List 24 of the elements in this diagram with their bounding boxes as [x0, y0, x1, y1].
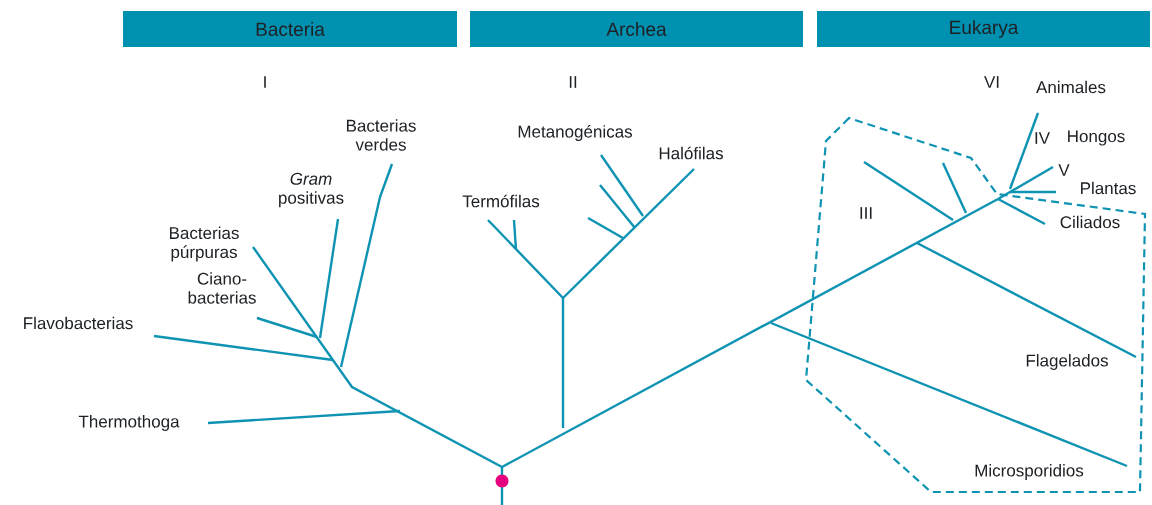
header-band: Bacteria: [123, 11, 457, 47]
roman-numeral: V: [1058, 164, 1070, 176]
group-label: Flavobacterias: [24, 316, 133, 330]
group-label: Ciano- bacterias: [188, 272, 256, 304]
group-label: Flagelados: [1026, 354, 1108, 370]
group-label: Metanogénicas: [518, 125, 632, 141]
group-label: Animales: [1036, 80, 1106, 94]
group-label: Bacterias verdes: [346, 119, 416, 151]
group-label: Plantas: [1081, 181, 1136, 195]
group-label: Gram positivas: [279, 172, 344, 208]
roman-numeral: VI: [984, 76, 999, 88]
roman-numeral: III: [860, 207, 872, 219]
group-label: Hongos: [1068, 130, 1125, 146]
group-label: Thermothoga: [78, 415, 180, 431]
group-label: Ciliados: [1060, 215, 1120, 229]
roman-numeral: IV: [1035, 132, 1050, 144]
roman-numeral: II: [569, 76, 577, 88]
group-label: Halófilas: [659, 146, 723, 160]
header-band: Eukarya: [817, 11, 1150, 47]
group-label: Termófilas: [462, 194, 540, 208]
group-label: Microsporidios: [975, 464, 1084, 480]
header-band: Archea: [470, 11, 803, 47]
group-label: Bacterias púrpuras: [169, 226, 239, 262]
roman-numeral: I: [264, 76, 266, 88]
